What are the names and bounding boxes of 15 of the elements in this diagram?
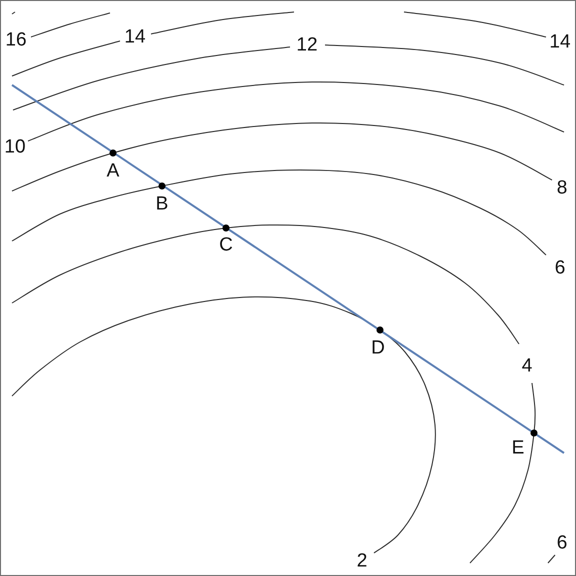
contour-value-label: 14 <box>549 32 571 52</box>
contour-value-label: 14 <box>124 28 146 46</box>
point-label: B <box>156 194 168 214</box>
contour-value-label: 10 <box>4 138 26 156</box>
contour-value-label: 6 <box>554 258 566 278</box>
point-label: A <box>106 162 120 180</box>
contour-value-label: 4 <box>522 356 532 376</box>
point-label: C <box>219 236 233 254</box>
contour-value-label: 8 <box>556 178 568 198</box>
contour-value-label: 12 <box>296 36 318 54</box>
contour-value-label: 6 <box>556 534 568 552</box>
point-label: E <box>512 438 524 458</box>
contour-value-label: 16 <box>5 30 27 50</box>
contour-value-label: 2 <box>356 552 368 570</box>
point-label: D <box>371 338 385 358</box>
